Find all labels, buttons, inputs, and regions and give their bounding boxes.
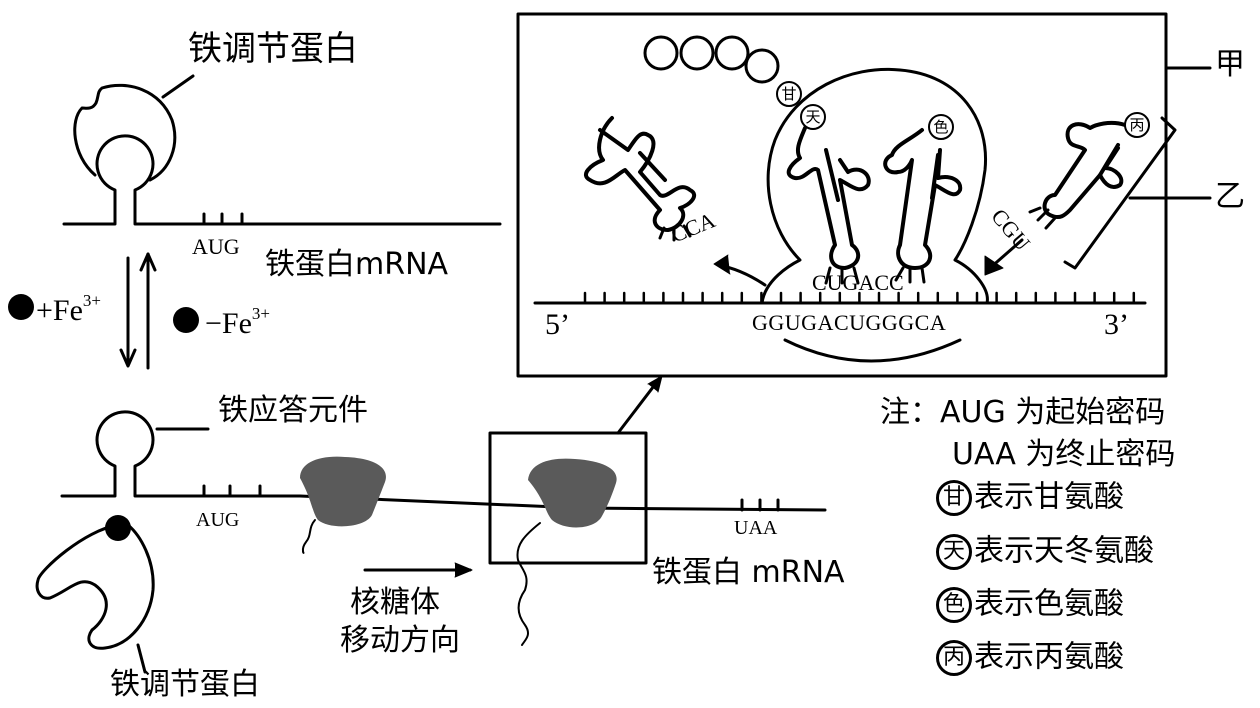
legend-text: 表示天冬氨酸 — [974, 533, 1154, 569]
add-iron-text: +Fe — [36, 294, 83, 327]
legend-text: 表示丙氨酸 — [974, 639, 1124, 675]
three-prime-label: 3’ — [1104, 308, 1129, 341]
iron-dot-bound — [105, 515, 131, 541]
bottom-mrna — [60, 410, 827, 512]
polypeptide-chain — [643, 35, 780, 84]
amino-acid-asp: 天 — [800, 104, 826, 130]
ribosome-2 — [528, 458, 617, 528]
remove-iron-label: −Fe3+ — [205, 305, 270, 339]
top-irp-pointer — [161, 74, 195, 99]
inset-mrna-ticks — [583, 291, 1136, 305]
ire-label: 铁应答元件 — [218, 393, 368, 428]
gly-symbol-icon: 甘 — [936, 480, 972, 516]
bottom-irp-shape — [35, 523, 155, 650]
legend-text: 表示甘氨酸 — [974, 479, 1124, 515]
arrow-up-head — [139, 252, 157, 272]
amino-acid-ala: 丙 — [1124, 112, 1150, 138]
peptide-chain-2 — [516, 522, 541, 646]
iron-dot-remove — [173, 307, 199, 333]
ribosome-direction-line1: 核糖体 — [350, 585, 440, 620]
trna-leaving — [583, 116, 697, 232]
label-jia: 甲 — [1215, 47, 1245, 82]
iron-dot-add — [8, 294, 34, 320]
add-iron-label: +Fe3+ — [36, 292, 101, 326]
ribosome-1 — [300, 456, 386, 527]
add-iron-charge: 3+ — [82, 291, 102, 310]
top-irp-shape — [73, 83, 177, 182]
top-mrna-label: 铁蛋白mRNA — [265, 250, 448, 280]
legend-item-trp: 色表示色氨酸 — [936, 587, 1124, 623]
bracket-yi — [1063, 116, 1177, 270]
peptide-chain-1 — [301, 519, 316, 554]
trna-ala — [1042, 120, 1127, 220]
legend-item-gly: 甘表示甘氨酸 — [936, 480, 1124, 516]
legend-item-ala: 丙表示丙氨酸 — [936, 640, 1124, 676]
legend-item-asp: 天表示天冬氨酸 — [936, 534, 1154, 570]
bottom-aug-label: AUG — [196, 509, 240, 531]
top-mrna — [62, 134, 502, 226]
amino-acid-trp: 色 — [928, 114, 954, 140]
mrna-sequence: GGUGACUGGGCA — [752, 310, 947, 335]
note-start-codon: 注：AUG 为起始密码 — [880, 395, 1166, 430]
label-yi: 乙 — [1215, 179, 1245, 214]
trp-symbol-icon: 色 — [936, 587, 972, 623]
top-aug-label: AUG — [192, 234, 240, 259]
remove-iron-text: −Fe — [205, 307, 252, 340]
zoom-box — [488, 431, 648, 565]
ala-symbol-icon: 丙 — [936, 640, 972, 676]
ribosome-direction-line2: 移动方向 — [340, 623, 460, 658]
legend-text: 表示色氨酸 — [974, 586, 1124, 622]
codon-arc — [783, 338, 962, 363]
inset-frame — [516, 12, 1168, 378]
arrow-down-head — [119, 348, 137, 368]
inset-ribosome-outline — [760, 67, 989, 305]
note-stop-codon: UAA 为终止密码 — [952, 437, 1176, 472]
five-prime-label: 5’ — [545, 308, 570, 341]
trna-asp — [786, 126, 871, 270]
bottom-mrna-label: 铁蛋白 mRNA — [652, 555, 845, 590]
top-irp-label: 铁调节蛋白 — [188, 29, 358, 69]
bottom-irp-pointer — [136, 643, 147, 674]
trna-trp — [883, 128, 963, 270]
top-mrna-text: 铁蛋白mRNA — [265, 247, 449, 282]
amino-acid-gly: 甘 — [776, 81, 802, 107]
bottom-irp-label: 铁调节蛋白 — [110, 667, 260, 702]
paired-anticodons: CUGACC — [812, 270, 904, 295]
uaa-label: UAA — [734, 517, 778, 539]
asp-symbol-icon: 天 — [936, 534, 972, 570]
remove-iron-charge: 3+ — [251, 304, 271, 323]
